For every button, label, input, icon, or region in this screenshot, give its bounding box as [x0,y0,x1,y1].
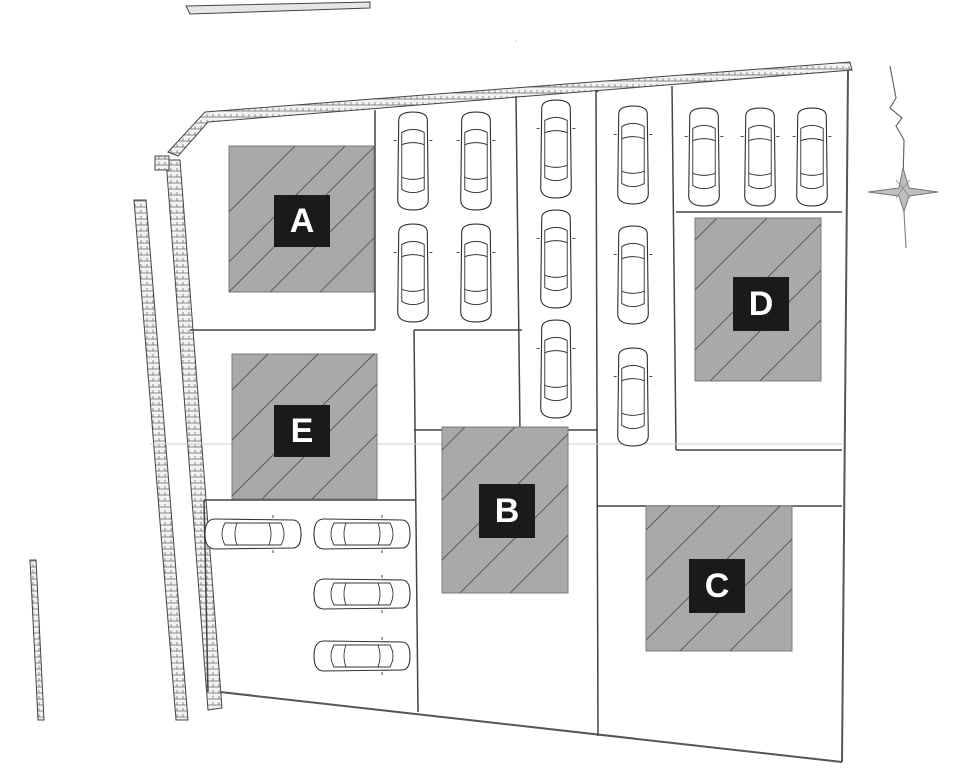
car-icon [456,111,496,211]
car-icon [792,107,832,207]
car-icon [313,514,411,554]
lot-label: E [291,412,314,450]
lot-label-box [733,277,789,331]
car-icon [313,574,411,614]
car-icon [536,209,576,309]
lot-label: C [705,567,730,605]
north-arrow-compass-icon [867,65,939,249]
lot-label-box [274,405,330,457]
lot-label: B [495,492,520,530]
car-icon [313,636,411,676]
lot-label: D [749,285,774,323]
left-road-strip [29,199,189,721]
site-boundary [154,61,853,763]
car-icon [613,347,653,447]
car-icon [393,111,433,211]
faint-mark: · [514,33,518,47]
car-icon [684,107,724,207]
lot-D[interactable]: D [694,217,822,382]
car-icon [456,223,496,323]
lot-C[interactable]: C [645,505,793,652]
lot-A[interactable]: A [228,145,375,293]
car-icon [204,514,302,554]
car-icon [613,105,653,205]
top-road-fragment [185,1,371,15]
car-icon [536,99,576,199]
corner-pillar [154,155,170,171]
lot-E[interactable]: E [231,353,378,500]
lot-label-box [689,559,745,613]
lot-B[interactable]: B [441,426,569,594]
lot-label-box [479,484,535,538]
parking-cars-horizontal [204,514,411,676]
car-icon [536,319,576,419]
lot-label-box [274,195,330,247]
car-icon [613,225,653,325]
lot-label: A [290,202,315,240]
car-icon [393,223,433,323]
car-icon [740,107,780,207]
